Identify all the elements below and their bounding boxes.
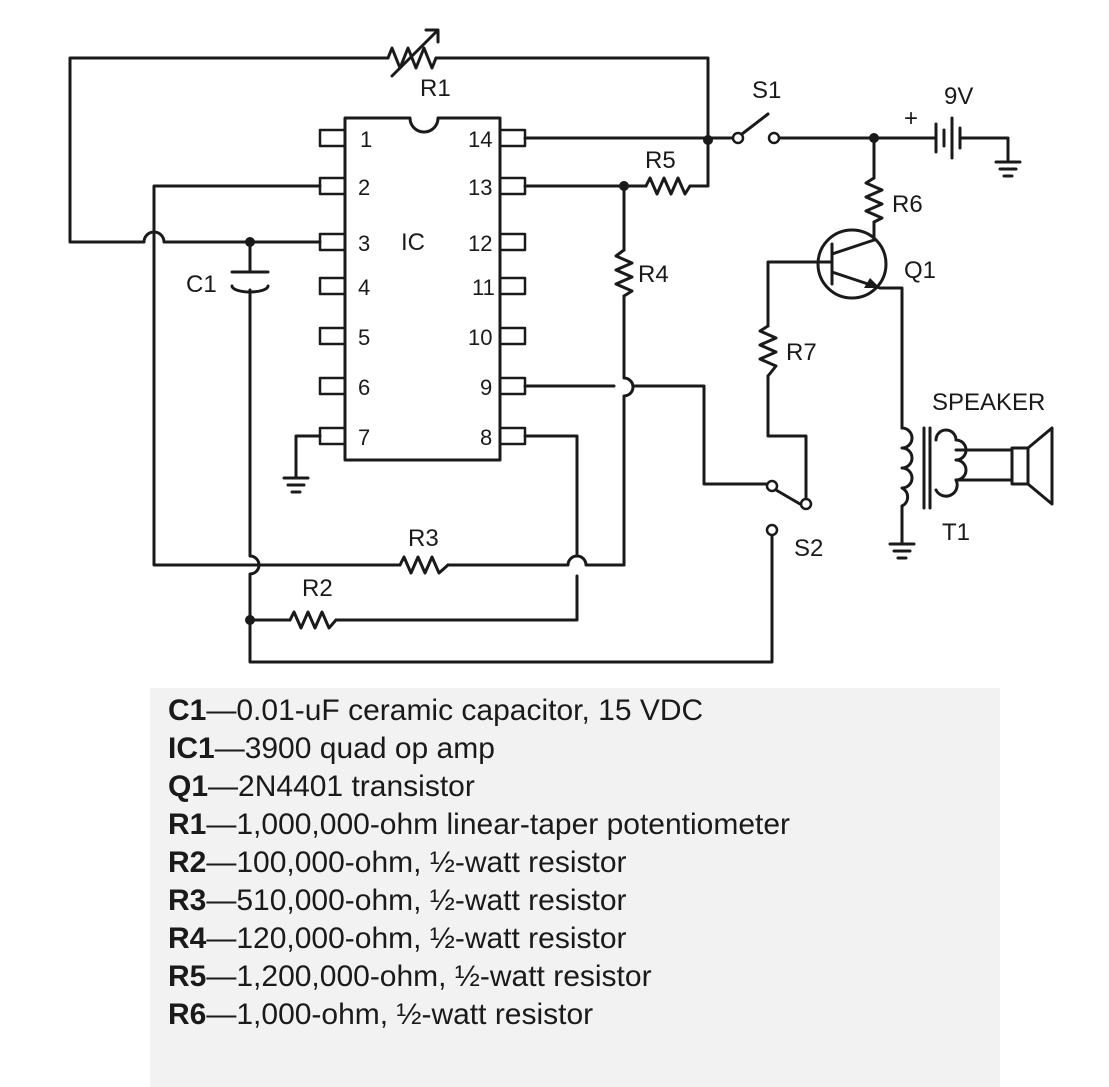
ic-pins-left: 1 2 3 4 5 6 7	[318, 127, 372, 450]
ic-pin-8: 8	[480, 425, 492, 450]
battery-plus-label: +	[904, 105, 918, 132]
r3-resistor: R3	[398, 525, 450, 575]
part-r4: R4—120,000-ohm, ½-watt resistor	[168, 920, 1000, 958]
part-separator: —	[206, 884, 237, 917]
ground-icon	[282, 476, 310, 494]
part-ref: Q1	[168, 770, 209, 803]
part-r1: R1—1,000,000-ohm linear-taper potentiome…	[168, 806, 1000, 844]
part-desc: 510,000-ohm, ½-watt resistor	[236, 884, 627, 917]
r5-resistor: R5	[644, 147, 692, 196]
r6-resistor: R6	[864, 176, 923, 224]
s2-label: S2	[794, 535, 823, 562]
part-c1: C1—0.01-uF ceramic capacitor, 15 VDC	[168, 692, 1000, 730]
r1-potentiometer: R1	[386, 28, 451, 102]
part-desc: 1,000-ohm, ½-watt resistor	[236, 998, 594, 1031]
r3-label: R3	[408, 525, 439, 552]
q1-transistor: Q1	[816, 228, 936, 300]
battery: + 9V	[904, 83, 973, 160]
ic-pin-10: 10	[468, 325, 492, 350]
speaker-label: SPEAKER	[932, 389, 1045, 416]
ic-pin-12: 12	[468, 231, 492, 256]
part-ref: IC1	[168, 732, 215, 765]
part-ref: R6	[168, 998, 207, 1031]
part-r5: R5—1,200,000-ohm, ½-watt resistor	[168, 958, 1000, 996]
r7-label: R7	[786, 339, 817, 366]
ic-pin-3: 3	[358, 231, 370, 256]
r4-label: R4	[638, 261, 669, 288]
t1-transformer: T1	[900, 426, 970, 546]
r2-resistor: R2	[288, 575, 338, 630]
part-desc: 100,000-ohm, ½-watt resistor	[236, 846, 627, 879]
part-ref: R1	[168, 808, 207, 841]
ground-icon	[888, 542, 916, 560]
part-r2: R2—100,000-ohm, ½-watt resistor	[168, 844, 1000, 882]
part-desc: 0.01-uF ceramic capacitor, 15 VDC	[236, 694, 704, 727]
part-ref: C1	[168, 694, 207, 727]
circuit-schematic: IC 1 2 3 4 5 6 7 14	[68, 28, 1054, 664]
s1-switch: S1	[731, 77, 781, 145]
ground-icon	[994, 160, 1022, 178]
part-ref: R4	[168, 922, 207, 955]
ic-label: IC	[401, 229, 425, 256]
part-separator: —	[206, 998, 237, 1031]
r5-label: R5	[645, 147, 676, 174]
part-separator: —	[208, 770, 239, 803]
ic-pins-right: 14 13 12 11 10 9 8	[468, 127, 527, 450]
part-desc: 3900 quad op amp	[244, 732, 495, 765]
ic-pin-6: 6	[358, 375, 370, 400]
r6-label: R6	[892, 191, 923, 218]
part-separator: —	[206, 694, 237, 727]
ic-pin-11: 11	[472, 275, 495, 300]
part-separator: —	[214, 732, 245, 765]
r4-resistor: R4	[614, 248, 669, 298]
parts-list: C1—0.01-uF ceramic capacitor, 15 VDC IC1…	[150, 688, 1000, 1087]
ic-pin-4: 4	[358, 275, 370, 300]
ic-body: IC	[343, 116, 502, 462]
ic-pin-1: 1	[360, 127, 372, 152]
part-ref: R3	[168, 884, 207, 917]
speaker-icon: SPEAKER	[932, 389, 1054, 506]
junctions	[245, 133, 879, 625]
r7-resistor: R7	[758, 324, 817, 378]
part-r3: R3—510,000-ohm, ½-watt resistor	[168, 882, 1000, 920]
r2-label: R2	[302, 575, 333, 602]
s1-label: S1	[752, 77, 781, 104]
c1-label: C1	[186, 271, 217, 298]
part-ref: R2	[168, 846, 207, 879]
part-desc: 1,200,000-ohm, ½-watt resistor	[236, 960, 652, 993]
part-desc: 120,000-ohm, ½-watt resistor	[236, 922, 627, 955]
part-separator: —	[206, 922, 237, 955]
ic-pin-7: 7	[358, 425, 370, 450]
part-separator: —	[206, 846, 237, 879]
part-desc: 1,000,000-ohm linear-taper potentiometer	[236, 808, 791, 841]
r1-label: R1	[420, 75, 451, 102]
s2-switch: S2	[765, 479, 823, 562]
part-r6: R6—1,000-ohm, ½-watt resistor	[168, 996, 1000, 1034]
battery-label: 9V	[944, 83, 973, 110]
part-separator: —	[206, 960, 237, 993]
part-desc: 2N4401 transistor	[238, 770, 475, 803]
ic-pin-14: 14	[468, 127, 492, 152]
part-q1: Q1—2N4401 transistor	[168, 768, 1000, 806]
ic-pin-13: 13	[468, 175, 492, 200]
ic-pin-5: 5	[358, 325, 370, 350]
ic-pin-2: 2	[358, 175, 370, 200]
t1-label: T1	[942, 519, 970, 546]
q1-label: Q1	[904, 257, 936, 284]
ic-pin-9: 9	[480, 375, 492, 400]
part-ic1: IC1—3900 quad op amp	[168, 730, 1000, 768]
part-ref: R5	[168, 960, 207, 993]
part-separator: —	[206, 808, 237, 841]
wires	[68, 56, 1010, 664]
